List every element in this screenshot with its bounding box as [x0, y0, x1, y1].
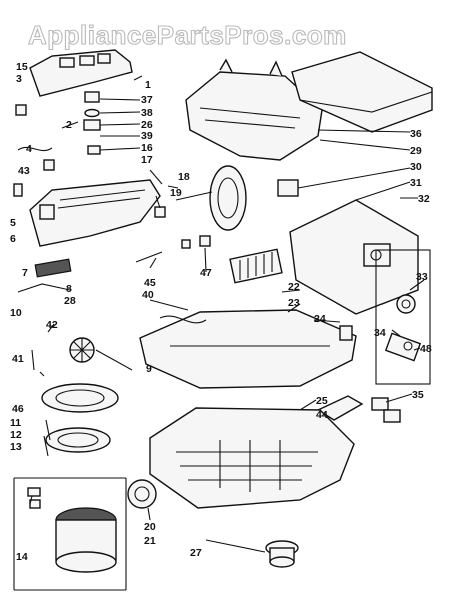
callout-39: 39 [141, 130, 153, 142]
callout-20: 20 [144, 521, 156, 533]
callout-48: 48 [420, 343, 432, 355]
callout-5: 5 [10, 217, 16, 229]
callout-22: 22 [288, 281, 300, 293]
callout-31: 31 [410, 177, 422, 189]
bracket-part [17, 283, 71, 293]
latch-part [371, 397, 401, 423]
callout-17: 17 [141, 154, 153, 166]
handle-housing-part [29, 179, 161, 247]
exhaust-grille-part [229, 248, 283, 284]
callout-10: 10 [10, 307, 22, 319]
callout-3: 3 [16, 73, 22, 85]
callout-36: 36 [410, 128, 422, 140]
switch-parts [83, 91, 101, 155]
bag-frame-part [139, 309, 357, 389]
callout-45: 45 [144, 277, 156, 289]
base-chassis-part [149, 407, 355, 509]
callout-1: 1 [145, 79, 151, 91]
callout-16: 16 [141, 142, 153, 154]
callout-46: 46 [12, 403, 24, 415]
callout-8: 8 [66, 283, 72, 295]
motor-assembly-part [13, 477, 127, 591]
callout-35: 35 [412, 389, 424, 401]
callout-26: 26 [141, 119, 153, 131]
callout-25: 25 [316, 395, 328, 407]
motor-seal-ring [45, 427, 111, 453]
pedal-part [316, 395, 364, 421]
callout-43: 43 [18, 165, 30, 177]
callout-27: 27 [190, 547, 202, 559]
callout-15: 15 [16, 61, 28, 73]
screw-parts [135, 206, 211, 263]
callout-18: 18 [178, 171, 190, 183]
callout-2: 2 [66, 119, 72, 131]
callout-21: 21 [144, 535, 156, 547]
callout-24: 24 [314, 313, 326, 325]
callout-labels: 15 3 1 37 38 2 26 39 16 17 4 43 18 19 5 … [10, 61, 432, 563]
wiring-harness-part [13, 104, 79, 197]
callout-11: 11 [10, 417, 21, 429]
cable-part [159, 315, 207, 324]
callout-32: 32 [418, 193, 430, 205]
callout-7: 7 [22, 267, 28, 279]
callout-28: 28 [64, 295, 76, 307]
cord-reel-part [175, 165, 247, 231]
callout-38: 38 [141, 107, 153, 119]
watermark-text: AppliancePartsPros.com [28, 20, 347, 50]
top-cover-part [29, 49, 133, 97]
callout-37: 37 [141, 94, 153, 106]
callout-44: 44 [316, 409, 328, 421]
caster-part [265, 540, 299, 568]
callout-47: 47 [200, 267, 212, 279]
filter-bag-part [289, 199, 419, 315]
nozzle-bracket-part [375, 249, 431, 385]
callout-30: 30 [410, 161, 422, 173]
callout-6: 6 [10, 233, 16, 245]
connector-part [339, 325, 353, 341]
callout-14: 14 [16, 551, 28, 563]
callout-13: 13 [10, 441, 22, 453]
callout-41: 41 [12, 353, 24, 365]
callout-33: 33 [416, 271, 428, 283]
upper-body-shell-part [185, 58, 323, 161]
callout-23: 23 [288, 297, 300, 309]
callout-4: 4 [26, 143, 32, 155]
leader-lines [29, 75, 425, 553]
callout-12: 12 [10, 429, 22, 441]
filter-plate-part [34, 258, 72, 278]
wheel-part [127, 479, 157, 509]
motor-gasket-ring [41, 383, 119, 413]
bag-cover-lid-part [291, 51, 433, 133]
clip-part [277, 179, 299, 197]
fan-part [69, 337, 95, 363]
callout-40: 40 [142, 289, 154, 301]
callout-42: 42 [46, 319, 58, 331]
callout-9: 9 [146, 363, 152, 375]
callout-29: 29 [410, 145, 422, 157]
callout-34: 34 [374, 327, 386, 339]
callout-19: 19 [170, 187, 182, 199]
